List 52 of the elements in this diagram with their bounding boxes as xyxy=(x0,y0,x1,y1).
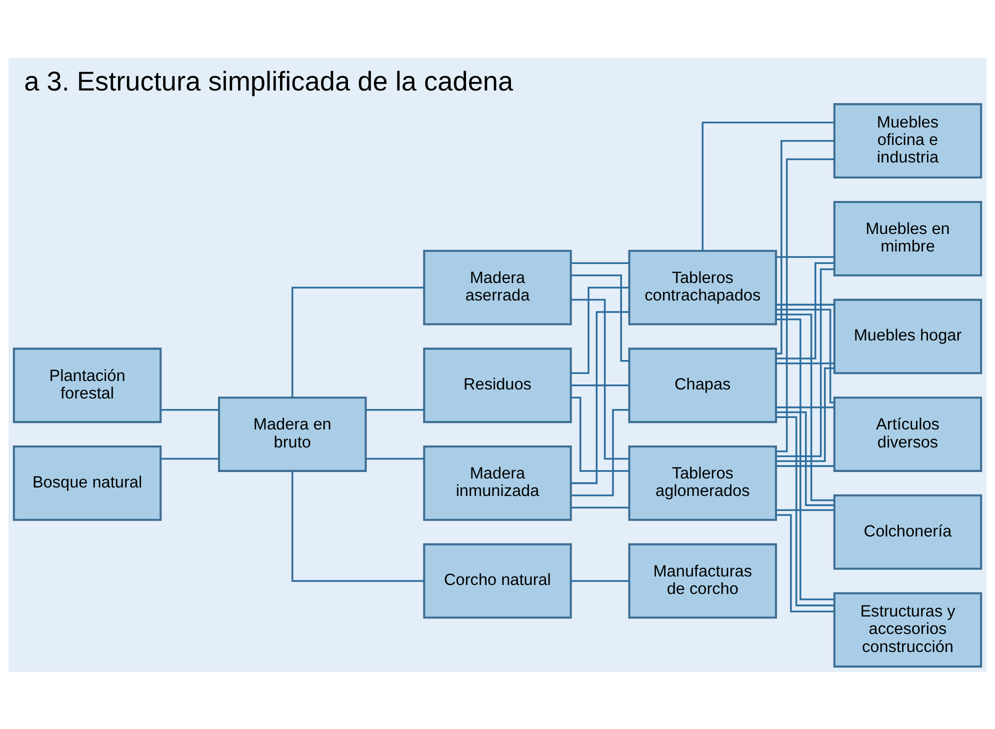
connector xyxy=(570,384,629,386)
connector xyxy=(160,408,219,410)
node-box: Muebles oficina e industria xyxy=(833,102,982,178)
connector xyxy=(570,580,629,582)
node-box: Artículos diversos xyxy=(833,396,982,472)
connector xyxy=(160,457,219,460)
connector xyxy=(776,410,834,506)
node-box: Plantación forestal xyxy=(12,347,162,423)
connector xyxy=(366,408,424,410)
node-box: Manufacturas de corcho xyxy=(628,542,777,618)
connector xyxy=(571,274,630,362)
connector xyxy=(570,396,630,472)
connector xyxy=(776,308,834,403)
node-box: Residuos xyxy=(423,347,572,423)
node-box: Chapas xyxy=(628,347,777,423)
diagram-title: a 3. Estructura simplificada de la cadena xyxy=(24,65,514,96)
node-box: Corcho natural xyxy=(423,542,572,618)
connector xyxy=(776,366,834,462)
connector xyxy=(776,256,834,258)
node-box: Bosque natural xyxy=(12,444,162,520)
connector xyxy=(571,310,630,484)
connector xyxy=(570,298,629,460)
node-box: Madera aserrada xyxy=(423,249,572,325)
connector xyxy=(776,464,834,466)
node-box: Madera en bruto xyxy=(218,396,367,472)
connector xyxy=(776,318,834,600)
connector xyxy=(776,416,834,606)
connector xyxy=(776,514,834,612)
connector xyxy=(776,139,834,354)
connector xyxy=(776,313,834,501)
connector xyxy=(776,508,834,510)
connector xyxy=(776,158,834,452)
connector xyxy=(776,303,834,306)
node-box: Estructuras y accesorios construcción xyxy=(833,592,982,668)
node-box: Tableros contrachapados xyxy=(628,249,777,325)
node-box: Colchonería xyxy=(833,494,982,570)
connector xyxy=(776,406,834,408)
connector xyxy=(776,362,834,364)
node-box: Muebles en mimbre xyxy=(833,200,982,276)
connector xyxy=(292,470,424,582)
connector xyxy=(570,506,629,508)
connector xyxy=(776,262,834,359)
connector xyxy=(366,457,424,460)
connector xyxy=(570,262,629,264)
node-box: Muebles hogar xyxy=(833,298,982,374)
node-box: Tableros aglomerados xyxy=(628,444,777,520)
connector xyxy=(571,408,629,496)
node-box: Madera inmunizada xyxy=(423,444,572,520)
connector xyxy=(776,268,834,457)
connector xyxy=(702,121,834,250)
connector xyxy=(292,286,424,397)
connector xyxy=(570,286,630,374)
